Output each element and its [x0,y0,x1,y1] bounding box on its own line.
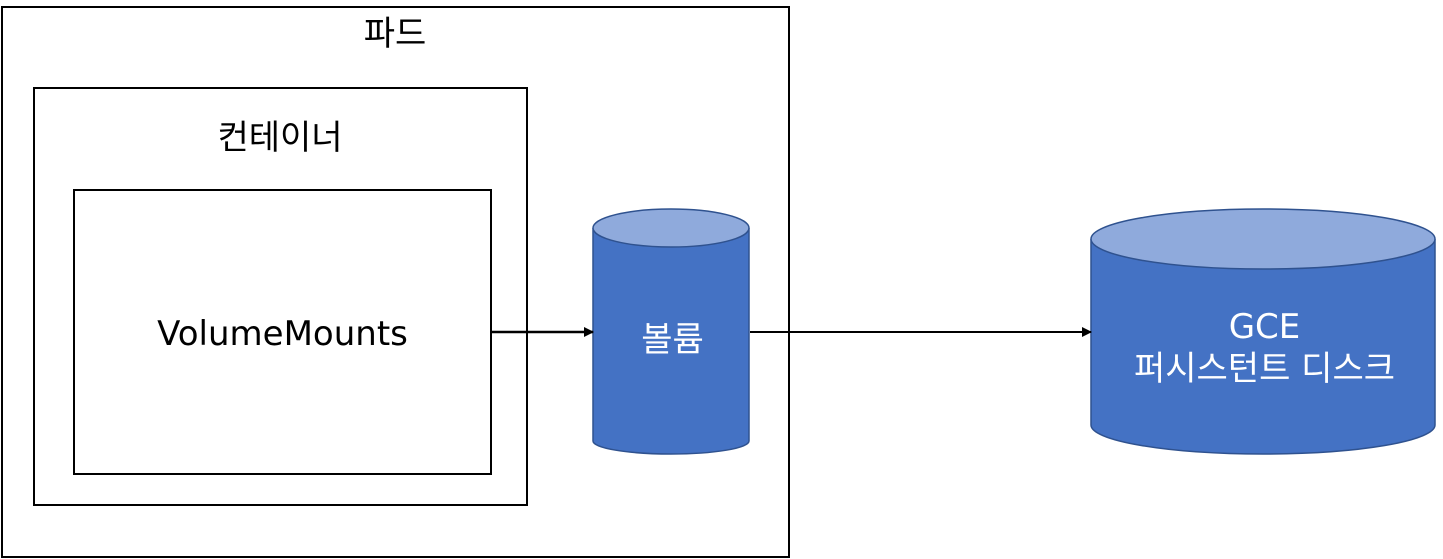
gce-disk-cylinder [1090,208,1436,455]
gce-disk-label: GCE 퍼시스턴트 디스크 [1092,306,1437,390]
container-title: 컨테이너 [217,118,343,158]
volume-cylinder [592,208,750,455]
volume-label: 볼륨 [641,320,704,360]
pod-title: 파드 [363,14,427,54]
gce-disk-label-line2: 퍼시스턴트 디스크 [1133,349,1396,389]
gce-disk-label-line1: GCE [1228,307,1301,347]
volume-mounts-box [73,189,492,475]
volume-mounts-label: VolumeMounts [157,314,408,354]
